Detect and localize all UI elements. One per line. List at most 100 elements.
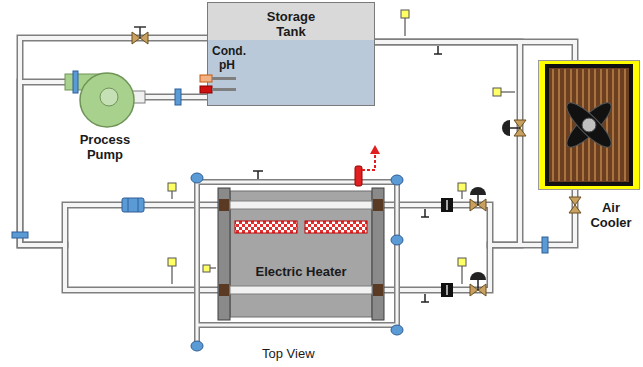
sensor-tag — [168, 183, 176, 191]
sensor-tag — [462, 191, 463, 199]
control-valve — [470, 187, 486, 195]
air-cooler-drawing — [612, 69, 614, 181]
sensor-tag — [501, 92, 515, 93]
check-valve — [446, 200, 448, 210]
sensor-tag — [405, 18, 406, 36]
process-pump-drawing — [100, 88, 118, 106]
vent-valve — [355, 166, 362, 186]
electric-heater-drawing — [373, 199, 383, 211]
electric-heater-drawing — [219, 284, 229, 296]
air-cooler-drawing — [624, 69, 626, 181]
node-label: Air Cooler — [583, 200, 639, 230]
air-cooler-drawing — [547, 66, 631, 184]
drain-valve — [391, 325, 403, 335]
sensor-tag — [458, 258, 466, 266]
hand-valve — [134, 26, 146, 28]
electric-heater-drawing — [230, 286, 372, 294]
electric-heater-drawing — [373, 284, 383, 296]
sensor-tag — [172, 266, 173, 284]
sensor-tag — [462, 266, 463, 284]
temperature-gauge — [424, 209, 426, 217]
electric-heater-drawing — [305, 221, 367, 233]
temperature-gauge — [424, 294, 426, 302]
vent-valve — [370, 145, 380, 154]
sensor-label: pH — [219, 58, 235, 72]
pipe-flange — [128, 198, 129, 212]
check-valve — [446, 285, 448, 295]
air-cooler-drawing — [561, 97, 616, 152]
process-pump-drawing — [73, 71, 78, 93]
process-pump: Process Pump — [65, 60, 145, 165]
drain-valve — [191, 173, 403, 351]
control-valve — [470, 120, 526, 296]
temperature-gauge — [437, 46, 439, 54]
temperature-gauge — [421, 301, 429, 303]
control-valve — [477, 280, 479, 290]
node-label: Process Pump — [65, 132, 145, 162]
pipe-flange — [12, 232, 28, 238]
air-cooler-drawing — [606, 69, 608, 181]
temperature-gauge — [253, 170, 263, 172]
sensor-tag — [458, 183, 466, 191]
node-label: Storage Tank — [255, 9, 327, 39]
sensor-tag — [401, 10, 409, 18]
electric-heater: Electric Heater — [218, 188, 384, 320]
control-valve — [502, 120, 510, 136]
view-caption: Top View — [262, 347, 315, 361]
sensor-tag — [172, 191, 173, 199]
air-cooler-drawing — [570, 69, 572, 181]
process-pump-drawing — [80, 73, 134, 127]
check-valve — [441, 283, 453, 297]
air-cooler-drawing — [561, 97, 616, 152]
air-cooler: Air Cooler — [538, 60, 640, 190]
process-pipe — [375, 42, 575, 60]
control-valve — [477, 195, 479, 205]
storage-tank-drawing — [212, 88, 236, 91]
electric-heater-drawing — [218, 188, 230, 320]
hand-valve — [569, 197, 581, 213]
electric-heater-drawing — [230, 201, 372, 209]
check-valve — [441, 198, 453, 297]
pipe-flange — [122, 198, 144, 212]
hand-valve — [139, 27, 141, 38]
sensor-label: Cond. — [212, 44, 246, 58]
drain-valve — [191, 341, 203, 351]
air-cooler-drawing — [539, 61, 639, 189]
electric-heater-drawing — [235, 221, 297, 233]
air-cooler-drawing — [558, 69, 560, 181]
sensor-tag — [203, 265, 210, 272]
electric-heater-drawing — [219, 199, 229, 211]
electric-heater-drawing — [230, 191, 372, 317]
air-cooler-drawing — [552, 69, 554, 181]
heater-loop-pipe — [197, 182, 397, 342]
electric-heater-drawing — [218, 188, 384, 320]
air-cooler-drawing — [618, 69, 620, 181]
pipe-flange — [542, 237, 548, 253]
control-valve — [470, 272, 486, 280]
temperature-gauge — [421, 216, 429, 218]
drain-valve — [191, 173, 203, 183]
drain-valve — [391, 235, 403, 245]
process-pipe — [20, 38, 218, 290]
air-cooler-drawing — [564, 69, 566, 181]
check-valve — [441, 198, 453, 212]
sensor-tag — [168, 258, 176, 266]
storage-tank-drawing — [200, 75, 212, 82]
pipe-flange — [175, 89, 181, 105]
drain-valve — [391, 175, 403, 185]
electric-heater-drawing — [372, 188, 384, 320]
storage-tank-drawing — [200, 86, 212, 93]
vent-valve — [362, 152, 375, 170]
heater-loop-pipe — [197, 182, 397, 342]
heater-loop-pipe — [197, 182, 397, 342]
pipe-outline — [20, 38, 218, 290]
control-valve — [510, 127, 520, 129]
temperature-gauge — [434, 53, 442, 55]
storage-tank-drawing — [212, 77, 236, 80]
node-label: Electric Heater — [218, 264, 384, 279]
temperature-gauge — [257, 171, 259, 179]
air-cooler-drawing — [582, 118, 596, 132]
vent-valve — [355, 145, 380, 186]
sensor-tag — [493, 88, 501, 96]
